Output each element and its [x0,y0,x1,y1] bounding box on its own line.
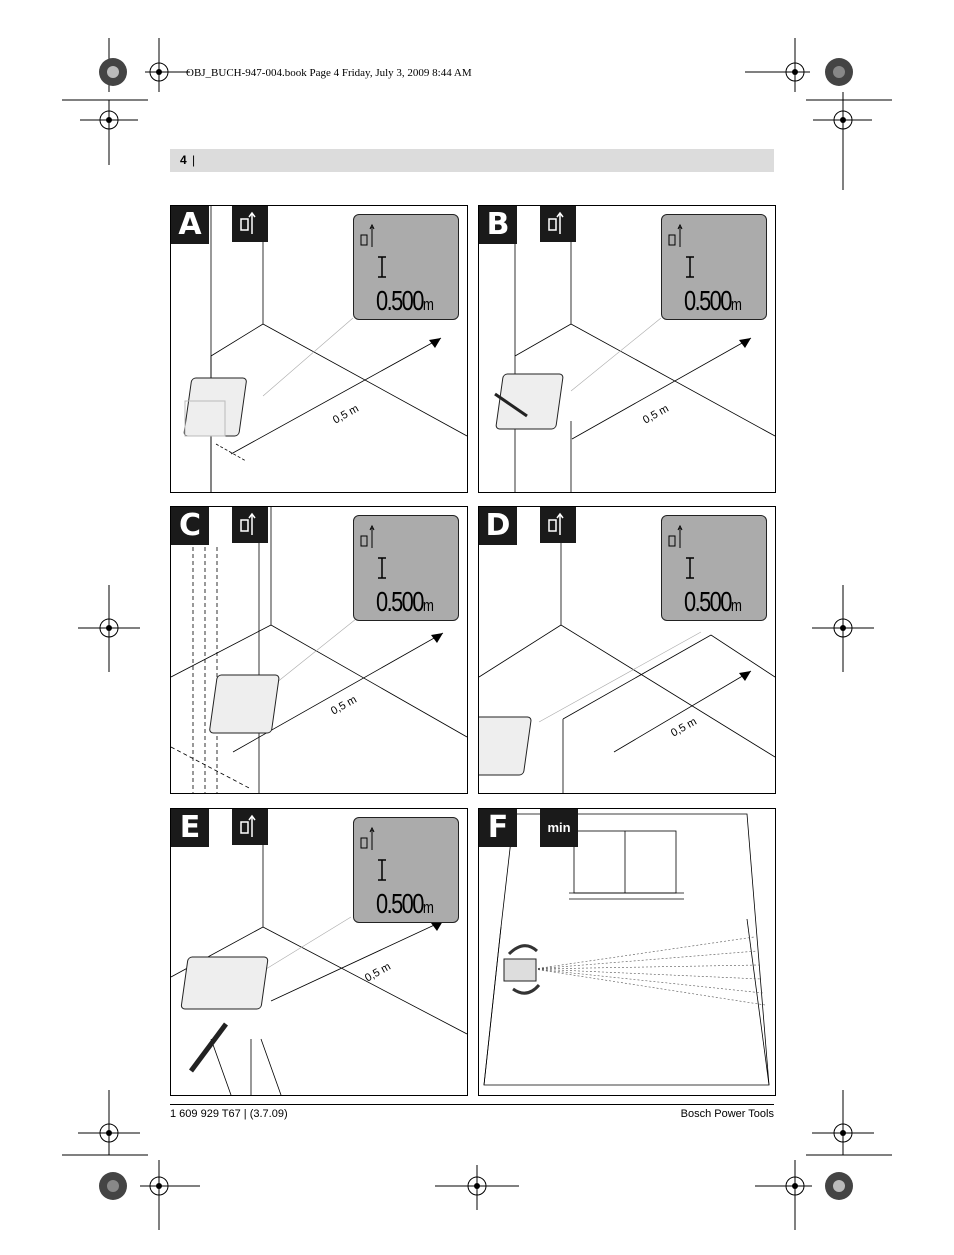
pin-reference-icon [232,507,268,543]
display-a: 0.500m [353,214,459,320]
panel-a: A 0.500m 0,5 m [170,205,468,493]
file-header-line: OBJ_BUCH-947-004.book Page 4 Friday, Jul… [186,67,472,79]
display-value-d: 0.500m [684,586,742,617]
panel-e: E 0.500m 0,5 m [170,808,468,1096]
panel-f: F min [478,808,776,1096]
page-separator: | [192,153,196,167]
display-b: 0.500m [661,214,767,320]
footer-brand: Bosch Power Tools [680,1108,774,1120]
rear-reference-icon [232,206,268,242]
panel-d: D 0.500m 0,5 m [478,506,776,794]
display-value-b: 0.500m [684,285,742,316]
tripod-reference-icon [232,809,268,845]
panel-label-b: B [479,206,517,244]
panel-label-d: D [479,507,517,545]
display-value-e: 0.500m [376,888,434,919]
room-scene-d [479,507,775,793]
min-mode-tab: min [540,809,578,847]
room-scene-b [494,206,775,492]
room-scene-e [171,809,467,1095]
room-scene-f [483,813,770,1086]
room-scene-c [171,507,467,793]
display-value-a: 0.500m [376,285,434,316]
panel-label-c: C [171,507,209,545]
display-c: 0.500m [353,515,459,621]
rear-reference-icon [540,206,576,242]
footer-rule [170,1104,774,1105]
page-bar: 4 | [170,149,774,172]
panel-label-e: E [171,809,209,847]
page-number: 4 [180,153,187,167]
display-e: 0.500m [353,817,459,923]
panel-c: C 0.500m 0,5 m [170,506,468,794]
panel-label-a: A [171,206,209,244]
display-value-c: 0.500m [376,586,434,617]
display-d: 0.500m [661,515,767,621]
panel-label-f: F [479,809,517,847]
footer-doc-number: 1 609 929 T67 | (3.7.09) [170,1108,288,1120]
panel-b: B 0.500m 0,5 m [478,205,776,493]
front-reference-icon [540,507,576,543]
